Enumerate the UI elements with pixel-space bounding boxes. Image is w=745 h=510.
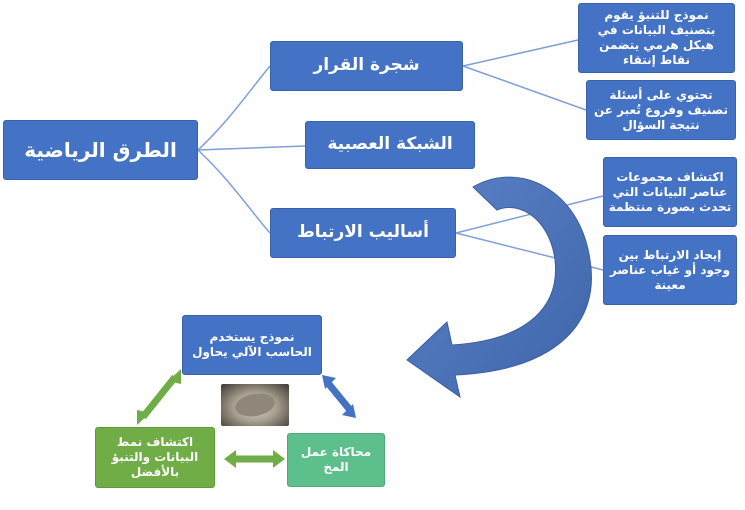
- trust-stone-image: [221, 384, 289, 426]
- cycle-computer-model: نموذج يستخدم الحاسب الآلي يحاول: [182, 315, 322, 375]
- cycle-brain-simulation: محاكاة عمل المخ: [287, 433, 385, 487]
- detail-association-1: اكتشاف مجموعات عناصر البيانات التي تحدث …: [603, 157, 737, 227]
- curved-arrow: [406, 176, 592, 399]
- connector-root-decision-tree: [197, 65, 271, 151]
- connector-decision-tree-detail-1: [462, 39, 579, 67]
- detail-decision-tree-1: نموذج للتنبؤ يقوم بتصنيف البيانات في هيك…: [578, 3, 735, 73]
- double-arrow-bottom: [224, 450, 285, 468]
- connector-decision-tree-detail-2: [462, 65, 587, 111]
- connector-root-neural-network: [197, 145, 306, 151]
- detail-decision-tree-2: تحتوي على أسئلة تصنيف وفروع تُعبر عن نتي…: [586, 80, 736, 140]
- connector-root-association: [197, 149, 271, 234]
- connector-association-detail-1: [455, 195, 604, 234]
- detail-association-2: إيجاد الارتباط بين وجود أو غياب عناصر مع…: [603, 235, 737, 305]
- branch-decision-tree: شجرة القرار: [270, 41, 463, 91]
- double-arrow-right: [322, 375, 356, 418]
- branch-neural-network: الشبكة العصبية: [305, 121, 475, 169]
- root-node: الطرق الرياضية: [3, 120, 198, 180]
- cycle-pattern-discovery: اكتشاف نمط البيانات والتنبؤ بالأفضل: [95, 427, 215, 488]
- double-arrow-left: [137, 369, 181, 425]
- branch-association: أساليب الارتباط: [270, 208, 456, 258]
